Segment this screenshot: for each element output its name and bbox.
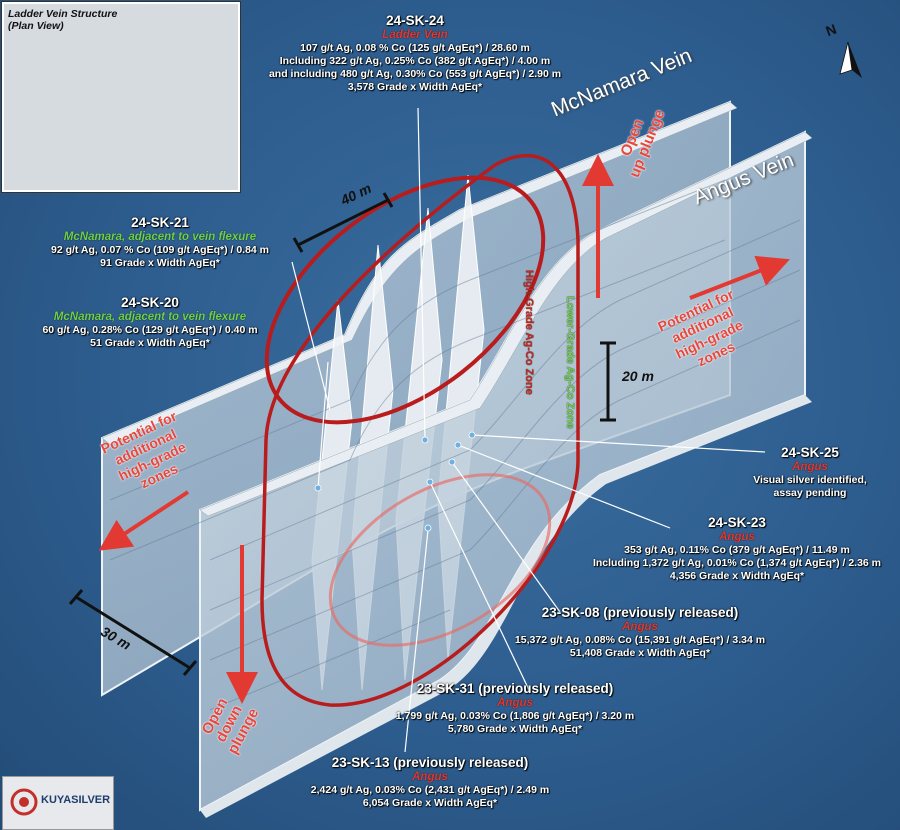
hole-24-sk-25: 24-SK-25 Angus Visual silver identified,…: [753, 445, 867, 499]
plan-view-inset: Ladder Vein Structure (Plan View): [2, 2, 240, 192]
angus-plane-edge: [199, 131, 813, 517]
hole-24-sk-21: 24-SK-21 McNamara, adjacent to vein flex…: [50, 215, 270, 269]
logo-mark-icon: [10, 788, 38, 816]
hole-24-sk-23: 24-SK-23 Angus 353 g/t Ag, 0.11% Co (379…: [592, 515, 882, 582]
plunge-arrows: [98, 154, 790, 704]
hole-23-sk-08: 23-SK-08 (previously released) Angus 15,…: [514, 605, 766, 659]
dimension-20m: 20 m: [622, 368, 654, 384]
hole-23-sk-31: 23-SK-31 (previously released) Angus 1,7…: [395, 681, 635, 735]
dimension-bars: [68, 192, 616, 676]
leader-lines: [291, 107, 766, 753]
lower-grade-zone-label: Lower-Grade Ag-Co Zone: [564, 296, 576, 429]
hole-24-sk-20: 24-SK-20 McNamara, adjacent to vein flex…: [42, 295, 258, 349]
hole-24-sk-24: 24-SK-24 Ladder Vein 107 g/t Ag, 0.08 % …: [268, 13, 562, 93]
company-logo: KUYASILVER: [2, 776, 114, 830]
upper-zone-ellipse: [264, 175, 546, 425]
high-grade-outline: [260, 154, 580, 707]
hole-23-sk-13: 23-SK-13 (previously released) Angus 2,4…: [310, 755, 550, 809]
high-grade-zone-label: High-Grade Ag-Co Zone: [523, 270, 535, 395]
drill-intercepts: [314, 431, 476, 532]
north-arrow-icon: [839, 41, 862, 78]
lower-zone-ellipse: [328, 473, 552, 647]
logo-text: KUYASILVER: [41, 794, 111, 806]
inset-title: Ladder Vein Structure (Plan View): [8, 8, 118, 32]
